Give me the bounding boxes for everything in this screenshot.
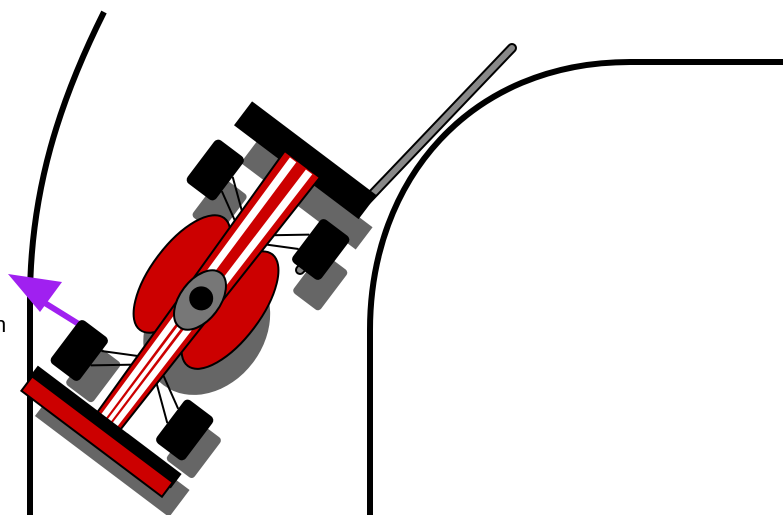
edge-text: n — [0, 312, 6, 338]
